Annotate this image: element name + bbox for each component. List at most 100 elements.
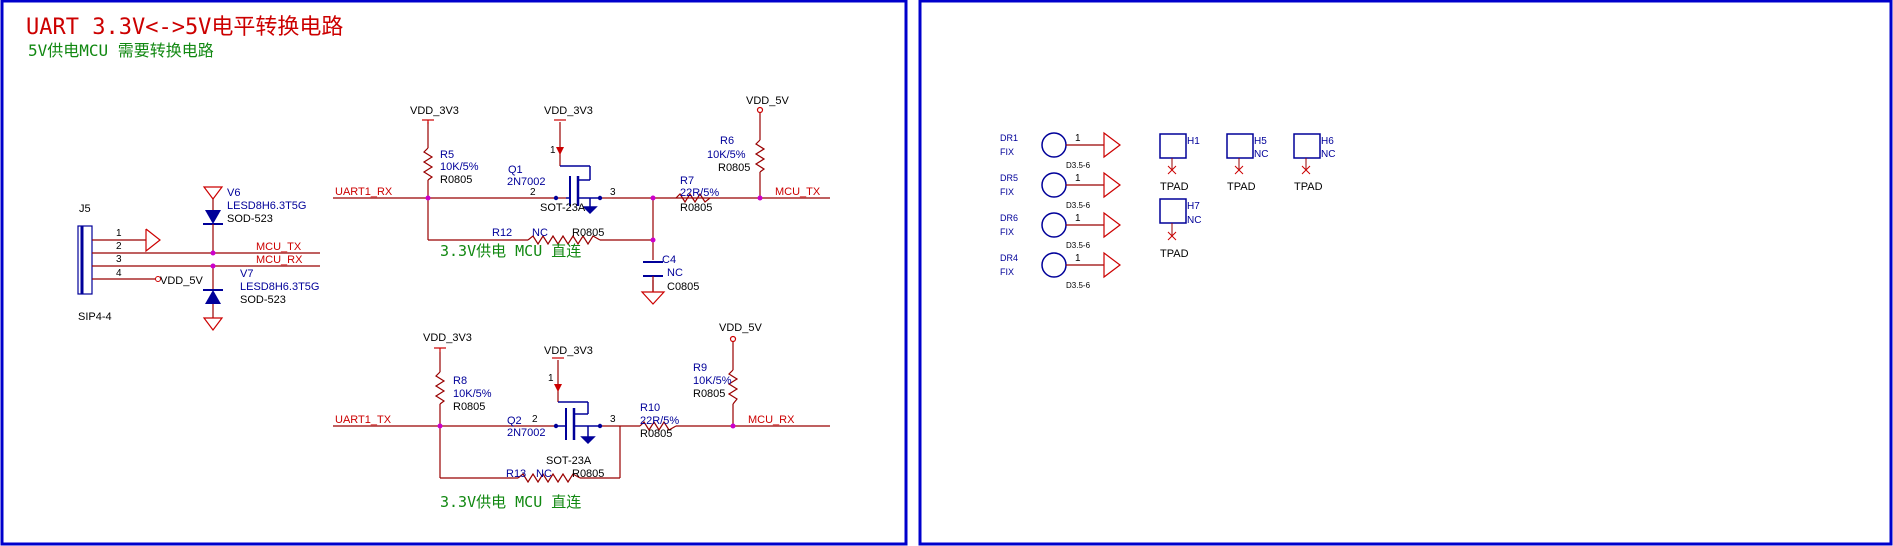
- net-label-uart1-tx: UART1_TX: [335, 414, 392, 426]
- resistor-r5: [422, 147, 434, 181]
- q2-ref: Q2: [507, 415, 522, 427]
- dr1-type: FIX: [1000, 147, 1014, 157]
- mosfet-q1: [559, 158, 600, 215]
- note-direct-1: 3.3V供电 MCU 直连: [440, 242, 581, 260]
- power-symbol-r8: [434, 347, 446, 352]
- net-label-mcu-rx-j5: MCU_RX: [256, 254, 303, 266]
- tvs-v7: [202, 263, 224, 331]
- dr4-pkg: D3.5-6: [1066, 281, 1091, 290]
- r5-value: 10K/5%: [440, 161, 479, 173]
- resistor-r7: [675, 192, 711, 204]
- junction: [425, 195, 431, 201]
- v6-pkg: SOD-523: [227, 213, 273, 225]
- net-label-uart1-rx: UART1_RX: [335, 186, 393, 198]
- uart1-tx-wires: [333, 342, 830, 479]
- page-subtitle: 5V供电MCU 需要转换电路: [28, 41, 214, 60]
- q1-pkg: SOT-23A: [540, 202, 586, 214]
- q2-pkg: SOT-23A: [546, 455, 592, 467]
- r6-ref: R6: [720, 135, 734, 147]
- fiducial-dr1: [1041, 131, 1121, 159]
- r5-supply-net: VDD_3V3: [410, 105, 459, 117]
- tvs-v6: [202, 186, 224, 256]
- j5-pin4: 4: [116, 268, 122, 279]
- h6-value: NC: [1321, 149, 1335, 160]
- q2-pin-dot: [553, 423, 559, 429]
- r8-supply-net: VDD_3V3: [423, 332, 472, 344]
- resistor-r8: [434, 371, 446, 405]
- junction: [437, 423, 443, 429]
- net-label-mcu-tx-j5: MCU_TX: [256, 241, 302, 253]
- testpad-h5: [1226, 133, 1254, 175]
- r7-pkg: R0805: [680, 202, 712, 214]
- pin1-marker-q2: [554, 384, 562, 392]
- q1-pin-dot: [553, 195, 559, 201]
- h7-ref: H7: [1187, 201, 1200, 212]
- c4-pkg: C0805: [667, 281, 699, 293]
- q1-pin2: 2: [530, 187, 536, 198]
- ground-symbol-j5: [145, 228, 161, 253]
- r12-ref: R12: [492, 227, 512, 239]
- v7-part: LESD8H6.3T5G: [240, 281, 319, 293]
- r7-value: 22R/5%: [680, 187, 719, 199]
- v6-part: LESD8H6.3T5G: [227, 200, 306, 212]
- h5-pkg: TPAD: [1227, 181, 1256, 193]
- q2-part: 2N7002: [507, 427, 546, 439]
- fiducial-dr5: [1041, 171, 1121, 199]
- fiducial-dr6: [1041, 211, 1121, 239]
- j5-pin3: 3: [116, 254, 122, 265]
- j5-footprint: SIP4-4: [78, 311, 112, 323]
- j5-pin4-net: VDD_5V: [160, 275, 203, 287]
- resistor-r6: [754, 139, 766, 173]
- ground-symbol-c4: [640, 291, 666, 305]
- left-panel-border: [0, 0, 908, 546]
- r10-ref: R10: [640, 402, 660, 414]
- r8-value: 10K/5%: [453, 388, 492, 400]
- connector-j5: [77, 225, 93, 295]
- dr6-ref: DR6: [1000, 213, 1018, 223]
- q1-ref: Q1: [508, 164, 523, 176]
- net-label-mcu-tx-upper: MCU_TX: [775, 186, 821, 198]
- r6-supply-net: VDD_5V: [746, 95, 789, 107]
- r5-pkg: R0805: [440, 174, 472, 186]
- q1-supply-net: VDD_3V3: [544, 105, 593, 117]
- h1-ref: H1: [1187, 136, 1200, 147]
- junction: [650, 195, 656, 201]
- h1-pkg: TPAD: [1160, 181, 1189, 193]
- r12-value: NC: [532, 227, 548, 239]
- r8-pkg: R0805: [453, 401, 485, 413]
- q1-pin1: 1: [550, 145, 556, 156]
- dr1-ref: DR1: [1000, 133, 1018, 143]
- r7-ref: R7: [680, 175, 694, 187]
- j5-ref: J5: [79, 203, 91, 215]
- dr5-pkg: D3.5-6: [1066, 201, 1091, 210]
- fiducial-dr4: [1041, 251, 1121, 279]
- r13-value: NC: [536, 468, 552, 480]
- vdd5v-port-r9: [729, 335, 737, 343]
- vdd5v-port-j5: [155, 276, 161, 282]
- r8-ref: R8: [453, 375, 467, 387]
- r13-pkg: R0805: [572, 468, 604, 480]
- q1-pin-dot: [597, 195, 603, 201]
- uart1-rx-wires: [333, 112, 830, 292]
- dr6-pin: 1: [1075, 213, 1081, 224]
- q2-pin3: 3: [610, 414, 616, 425]
- page-title: UART 3.3V<->5V电平转换电路: [26, 15, 343, 40]
- resistor-r12: [527, 234, 601, 246]
- r6-value: 10K/5%: [707, 149, 746, 161]
- h5-ref: H5: [1254, 136, 1267, 147]
- q2-supply-net: VDD_3V3: [544, 345, 593, 357]
- dr1-pin: 1: [1075, 133, 1081, 144]
- v6-ref: V6: [227, 187, 240, 199]
- vdd5v-port-r6: [756, 106, 764, 114]
- q2-pin1: 1: [548, 373, 554, 384]
- r10-value: 22R/5%: [640, 415, 679, 427]
- dr5-pin: 1: [1075, 173, 1081, 184]
- testpad-h7: [1159, 198, 1187, 241]
- dr5-type: FIX: [1000, 187, 1014, 197]
- q2-pin2: 2: [532, 414, 538, 425]
- q2-pin-dot: [597, 423, 603, 429]
- h5-value: NC: [1254, 149, 1268, 160]
- c4-value: NC: [667, 267, 683, 279]
- j5-pin2: 2: [116, 241, 122, 252]
